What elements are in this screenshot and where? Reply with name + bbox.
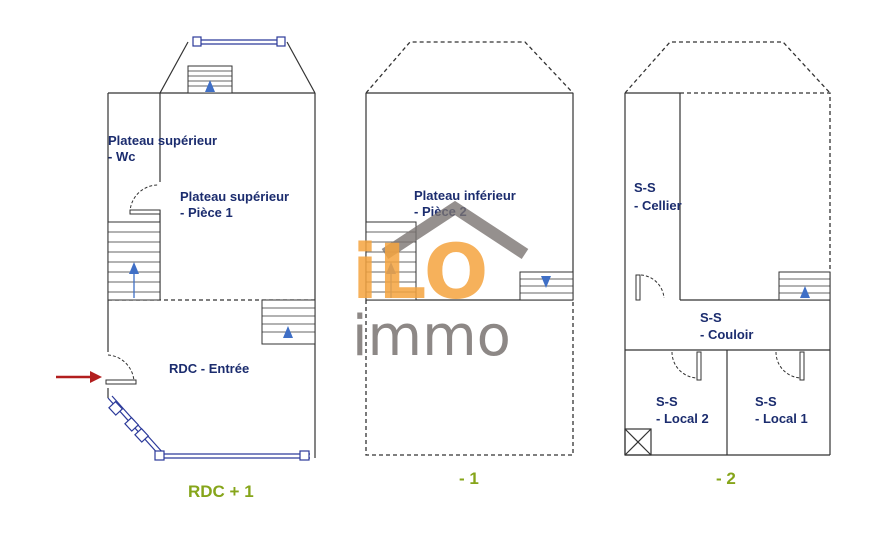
upper-outline-dashed — [624, 41, 831, 94]
floor-caption-minus-2: - 2 — [716, 469, 736, 488]
room-label-wc-line2: - Wc — [108, 149, 135, 164]
lower-outline-dashed — [365, 300, 574, 456]
local2-door — [696, 351, 702, 381]
room-label-local2-line2: - Local 2 — [656, 411, 709, 426]
room-label-couloir-line2: - Couloir — [700, 327, 753, 342]
room-label-local1-line1: S-S — [755, 394, 777, 409]
floor-caption-rdc: RDC + 1 — [188, 482, 254, 501]
entry-arrow-icon — [56, 371, 102, 383]
room-label-local1-line2: - Local 1 — [755, 411, 808, 426]
window-bay — [107, 395, 165, 461]
stairs-up-icon — [261, 299, 316, 345]
upper-outline-dashed — [365, 41, 574, 94]
room-label-piece2-line1: Plateau inférieur — [414, 188, 516, 203]
bay-wall-left — [108, 41, 189, 94]
stairs-up-icon — [187, 65, 233, 94]
room-label-wc-line1: Plateau supérieur — [108, 133, 217, 148]
plan-minus-2: S-S - Cellier S-S - Couloir S-S - Local … — [624, 41, 831, 488]
wc-door — [129, 209, 161, 215]
stairs-up-icon — [778, 271, 831, 301]
cellier-door — [635, 274, 641, 301]
watermark-logo: iLO immo — [352, 200, 529, 369]
local1-door — [799, 351, 805, 381]
watermark-brand-letters: iLO — [352, 227, 488, 316]
room-label-couloir-line1: S-S — [700, 310, 722, 325]
room-label-entree: RDC - Entrée — [169, 361, 249, 376]
plan-rdc-plus-1: Plateau supérieur - Wc Plateau supérieur… — [56, 36, 316, 501]
watermark-brand-word: immo — [352, 304, 511, 369]
room-label-cellier-line1: S-S — [634, 180, 656, 195]
stairs-up-icon — [107, 221, 161, 301]
entry-door — [105, 379, 137, 385]
room-label-piece1-line1: Plateau supérieur — [180, 189, 289, 204]
bay-wall-right — [286, 41, 316, 94]
room-label-piece1-line2: - Pièce 1 — [180, 205, 233, 220]
room-label-local2-line1: S-S — [656, 394, 678, 409]
stairs-down-icon — [519, 271, 574, 301]
house-roof-icon — [381, 200, 529, 260]
shaft-icon — [624, 428, 652, 456]
floor-caption-minus-1: - 1 — [459, 469, 479, 488]
room-label-cellier-line2: - Cellier — [634, 198, 682, 213]
